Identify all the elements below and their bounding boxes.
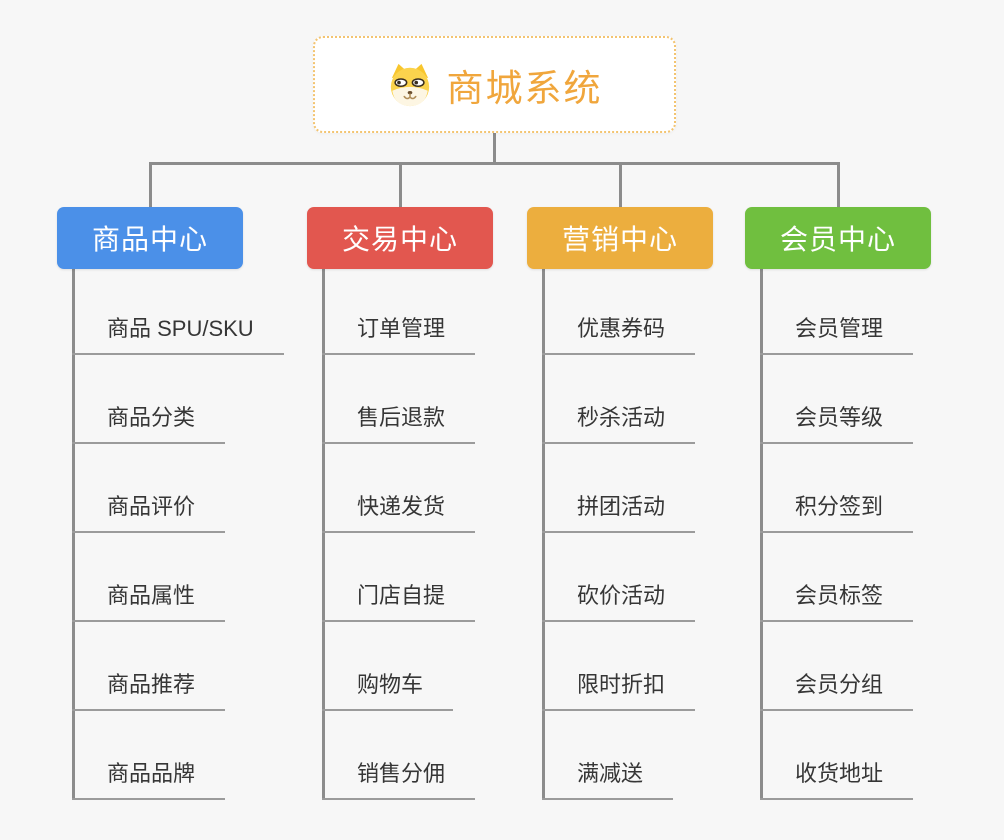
leaf-node[interactable]: 砍价活动 bbox=[542, 578, 696, 622]
leaf-node[interactable]: 限时折扣 bbox=[542, 667, 696, 711]
connector-trunk-marketing bbox=[542, 269, 545, 800]
branch-header-trade-center[interactable]: 交易中心 bbox=[307, 207, 493, 269]
doge-icon bbox=[390, 63, 429, 106]
leaf-node[interactable]: 购物车 bbox=[322, 667, 454, 711]
leaf-node[interactable]: 销售分佣 bbox=[322, 756, 476, 800]
connector-drop-trade bbox=[399, 162, 402, 210]
leaf-node[interactable]: 快递发货 bbox=[322, 489, 476, 533]
leaf-node[interactable]: 商品属性 bbox=[72, 578, 226, 622]
leaf-node[interactable]: 商品推荐 bbox=[72, 667, 226, 711]
leaf-node[interactable]: 门店自提 bbox=[322, 578, 476, 622]
leaf-node[interactable]: 会员标签 bbox=[760, 578, 914, 622]
connector-trunk-trade bbox=[322, 269, 325, 800]
leaf-node[interactable]: 拼团活动 bbox=[542, 489, 696, 533]
connector-root-stem bbox=[493, 131, 496, 163]
branch-header-marketing-center[interactable]: 营销中心 bbox=[527, 207, 713, 269]
leaf-node[interactable]: 商品分类 bbox=[72, 400, 226, 444]
leaf-node[interactable]: 会员分组 bbox=[760, 667, 914, 711]
leaf-node[interactable]: 积分签到 bbox=[760, 489, 914, 533]
leaf-node[interactable]: 商品 SPU/SKU bbox=[72, 311, 284, 355]
leaf-node[interactable]: 优惠券码 bbox=[542, 311, 696, 355]
connector-drop-product bbox=[149, 162, 152, 210]
branch-header-member-center[interactable]: 会员中心 bbox=[745, 207, 931, 269]
root-title: 商城系统 bbox=[446, 67, 603, 109]
leaf-node[interactable]: 满减送 bbox=[542, 756, 674, 800]
leaf-node[interactable]: 会员等级 bbox=[760, 400, 914, 444]
leaf-node[interactable]: 商品品牌 bbox=[72, 756, 226, 800]
leaf-node[interactable]: 订单管理 bbox=[322, 311, 476, 355]
leaf-node[interactable]: 会员管理 bbox=[760, 311, 914, 355]
connector-trunk-product bbox=[72, 269, 75, 800]
leaf-node[interactable]: 秒杀活动 bbox=[542, 400, 696, 444]
connector-drop-member bbox=[837, 162, 840, 210]
root-node[interactable]: 商城系统 bbox=[313, 36, 676, 133]
connector-bus bbox=[149, 162, 840, 165]
leaf-node[interactable]: 商品评价 bbox=[72, 489, 226, 533]
branch-header-product-center[interactable]: 商品中心 bbox=[57, 207, 243, 269]
leaf-node[interactable]: 收货地址 bbox=[760, 756, 914, 800]
connector-drop-marketing bbox=[619, 162, 622, 210]
leaf-node[interactable]: 售后退款 bbox=[322, 400, 476, 444]
connector-trunk-member bbox=[760, 269, 763, 800]
